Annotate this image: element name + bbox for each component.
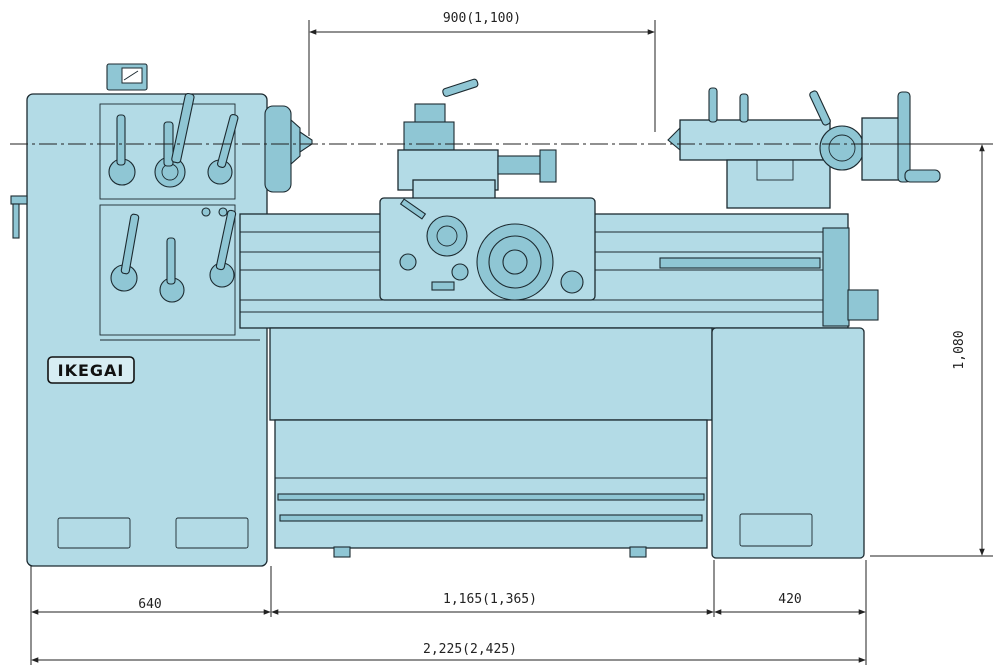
carriage bbox=[379, 78, 596, 301]
dim-overall-length: 2,225(2,425) bbox=[423, 642, 517, 657]
dim-bed-length: 1,165(1,365) bbox=[443, 592, 537, 607]
dim-headstock-width: 640 bbox=[138, 597, 161, 612]
brand-badge bbox=[47, 356, 135, 384]
dim-between-centers: 900(1,100) bbox=[443, 11, 521, 26]
dimension-lines bbox=[30, 20, 993, 665]
dim-tailstock-width: 420 bbox=[778, 592, 801, 607]
lathe-machine: IKEGAI bbox=[10, 63, 941, 567]
tailstock bbox=[667, 87, 941, 209]
dim-height: 1,080 bbox=[952, 330, 967, 369]
brand-label: IKEGAI bbox=[58, 361, 125, 380]
dimension-labels: 900(1,100) 1,080 640 1,165(1,365) 420 2,… bbox=[138, 11, 967, 657]
cabinets bbox=[269, 327, 865, 559]
